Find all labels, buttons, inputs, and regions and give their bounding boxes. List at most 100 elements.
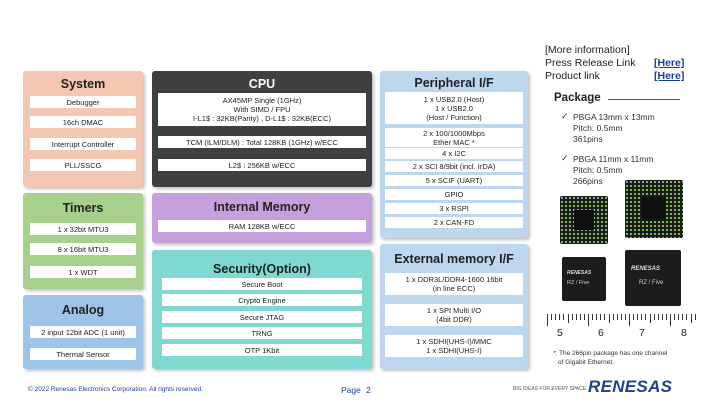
chip-top-small-brand: RENESAS <box>567 270 592 276</box>
system-item-pll: PLL/SSCG <box>30 159 136 171</box>
ruler-tick <box>653 314 655 320</box>
external-memory-sdhi-line-2: 1 x SDHI(UHS-I) <box>426 346 482 355</box>
ruler-tick <box>600 314 602 320</box>
external-memory-sdhi: 1 x SDHI(UHS-I)/MMC 1 x SDHI(UHS-I) <box>385 335 523 357</box>
package-note-line-2: of Gigabit Ethernet. <box>558 359 615 366</box>
system-item-interrupt: Interrupt Controller <box>30 138 136 150</box>
chip-bga-small-image <box>560 196 608 244</box>
security-item-otp: OTP 1Kbit <box>162 344 362 356</box>
system-title: System <box>60 77 106 91</box>
system-item-debugger: Debugger <box>30 96 136 108</box>
ruler-tick <box>604 314 606 320</box>
external-memory-spi-line-1: 1 x SPI Multi I/O <box>426 306 482 315</box>
package-option-1-pins: 361pins <box>573 134 603 144</box>
security-item-trng: TRNG <box>162 327 362 339</box>
ruler: 5 6 7 8 <box>545 314 696 339</box>
chip-top-large-brand: RENESAS <box>631 266 661 272</box>
footer-page-number: 2 <box>366 385 371 395</box>
cpu-core-line-3: I-L1$ : 32KB(Parity) , D-L1$ : 32KB(ECC) <box>193 114 331 123</box>
ruler-tick <box>588 314 589 326</box>
ruler-tick <box>649 314 651 323</box>
more-info-heading: [More information] <box>545 44 630 56</box>
ruler-tick <box>624 314 626 320</box>
timers-item-16bit: 8 x 16bit MTU3 <box>30 243 136 255</box>
security-item-crypto: Crypto Engine <box>162 294 362 306</box>
external-memory-spi-line-2: (4bit DDR) <box>436 315 472 324</box>
external-memory-spi: 1 x SPI Multi I/O (4bit DDR) <box>385 304 523 326</box>
cpu-core-box: AX45MP Single (1GHz) With SIMD / FPU I-L… <box>158 93 366 126</box>
ruler-tick <box>629 314 630 326</box>
package-option-1-pitch: Pitch: 0.5mm <box>573 123 623 133</box>
footer-copyright: © 2022 Renesas Electronics Corporation. … <box>28 386 203 393</box>
ruler-tick <box>571 314 573 320</box>
chip-top-large-image: RENESAS RZ / Five <box>625 250 681 306</box>
ruler-tick <box>555 314 557 320</box>
peripheral-scif: 5 x SCIF (UART) <box>385 175 523 186</box>
package-option-1-check: ✓ <box>561 111 569 121</box>
ruler-tick <box>690 314 692 323</box>
ruler-tick <box>682 314 684 320</box>
analog-item-adc: 2 input 12bit ADC (1 unit) <box>30 326 136 338</box>
ruler-tick <box>657 314 659 320</box>
external-memory-ddr-line-2: (in line ECC) <box>432 284 476 293</box>
timers-item-32bit: 1 x 32bit MTU3 <box>30 223 136 235</box>
peripheral-gpio: GPIO <box>385 189 523 200</box>
press-release-link[interactable]: [Here] <box>654 57 685 69</box>
peripheral-ether-line-1: 2 x 100/1000Mbps <box>423 128 485 138</box>
renesas-logo: RENESAS <box>588 377 673 396</box>
footer-tagline: BIG IDEAS FOR EVERY SPACE <box>513 386 587 392</box>
internal-memory-title: Internal Memory <box>213 200 311 214</box>
analog-panel: Analog 2 input 12bit ADC (1 unit) Therma… <box>23 295 143 369</box>
product-link[interactable]: [Here] <box>654 70 685 82</box>
cpu-core-line-2: With SIMD / FPU <box>233 105 291 114</box>
timers-title: Timers <box>62 201 104 215</box>
footer-page-label: Page <box>341 385 361 395</box>
peripheral-usb-line-1: 1 x USB2.0 (Host) <box>423 94 485 104</box>
external-memory-panel: External memory I/F 1 x DDR3L/DDR4-1600 … <box>380 244 528 369</box>
ruler-number-8: 8 <box>681 327 687 339</box>
product-link-label: Product link <box>545 70 600 82</box>
security-title: Security(Option) <box>213 262 311 276</box>
ruler-tick <box>551 314 553 320</box>
internal-memory-panel: Internal Memory RAM 128KB w/ECC <box>152 193 372 243</box>
ruler-tick <box>694 314 696 320</box>
chip-top-small-image: RENESAS RZ / Five <box>562 257 606 301</box>
peripheral-ether-line-2: Ether MAC * <box>433 137 475 147</box>
chip-bga-small-center <box>574 210 594 230</box>
system-item-dmac: 16ch DMAC <box>30 116 136 128</box>
external-memory-ddr-line-1: 1 x DDR3L/DDR4-1600 16bit <box>405 275 503 284</box>
peripheral-sci: 2 x SCI 8/9bit (incl. IrDA) <box>385 161 523 172</box>
cpu-title: CPU <box>248 77 276 91</box>
ruler-tick <box>641 314 643 320</box>
package-option-1-size: PBGA 13mm x 13mm <box>573 112 655 122</box>
peripheral-panel: Peripheral I/F 1 x USB2.0 (Host) 1 x USB… <box>380 71 528 238</box>
ruler-tick <box>567 314 569 323</box>
package-title: Package <box>554 92 601 104</box>
ruler-tick <box>559 314 561 320</box>
ruler-tick <box>616 314 618 320</box>
timers-item-wdt: 1 x WDT <box>30 266 136 278</box>
analog-item-thermal: Thermal Sensor <box>30 348 136 360</box>
cpu-tcm: TCM (ILM/DLM) : Total 128KB (1GHz) w/ECC <box>158 136 366 148</box>
ruler-tick <box>563 314 565 320</box>
package-title-underline <box>608 99 680 100</box>
chip-top-large-model: RZ / Five <box>639 280 664 286</box>
external-memory-title: External memory I/F <box>394 252 514 266</box>
peripheral-title: Peripheral I/F <box>414 76 494 90</box>
security-item-jtag: Secure JTAG <box>162 311 362 323</box>
peripheral-ether: 2 x 100/1000Mbps Ether MAC * <box>385 128 523 147</box>
chip-bga-large-center <box>642 197 666 221</box>
cpu-panel: CPU AX45MP Single (1GHz) With SIMD / FPU… <box>152 71 372 187</box>
security-panel: Security(Option) Secure Boot Crypto Engi… <box>152 250 372 369</box>
ruler-tick <box>670 314 671 326</box>
ruler-tick <box>686 314 688 320</box>
ruler-tick <box>678 314 680 320</box>
analog-title: Analog <box>61 303 105 317</box>
ruler-tick <box>592 314 594 320</box>
press-release-label: Press Release Link <box>545 57 636 69</box>
ruler-tick <box>661 314 663 320</box>
peripheral-can: 2 x CAN-FD <box>385 217 523 228</box>
ruler-tick <box>637 314 639 320</box>
peripheral-usb-line-3: (Host / Function) <box>426 112 482 122</box>
ruler-number-6: 6 <box>598 327 604 339</box>
